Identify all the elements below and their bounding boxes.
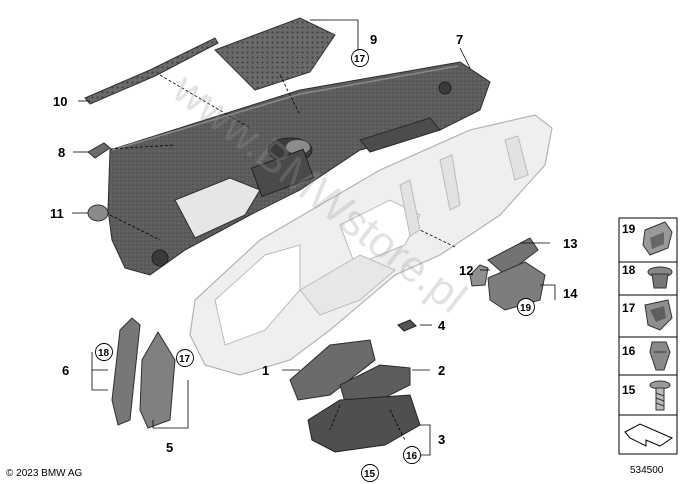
leader-lines — [72, 19, 556, 456]
tab-clip-icon — [642, 221, 673, 256]
callout-8: 8 — [58, 145, 65, 160]
callout-10: 10 — [53, 94, 67, 109]
ref-15-bottom: 15 — [364, 469, 376, 480]
steering-column-trims — [289, 339, 421, 453]
callout-12: 12 — [459, 263, 473, 278]
ref-17-left: 17 — [179, 354, 191, 365]
right-trim-parts — [469, 237, 546, 311]
callout-labels: 1 2 3 4 5 6 7 8 9 10 11 12 13 14 — [50, 32, 578, 455]
callout-2: 2 — [438, 363, 445, 378]
ref-16-bottom: 16 — [406, 451, 418, 462]
fastener-18-label: 18 — [622, 263, 636, 277]
callout-5: 5 — [166, 440, 173, 455]
callout-11: 11 — [50, 206, 64, 221]
callout-3: 3 — [438, 432, 445, 447]
fastener-19-label: 19 — [622, 222, 636, 236]
callout-13: 13 — [563, 236, 577, 251]
lower-dashboard-carrier — [189, 114, 553, 376]
diagram-number: 534500 — [630, 465, 664, 476]
callout-4: 4 — [438, 318, 446, 333]
ref-17-top: 17 — [354, 54, 366, 65]
small-cover-part — [397, 319, 417, 332]
spring-clip-icon — [644, 299, 673, 331]
fastener-16-label: 16 — [622, 344, 636, 358]
defroster-strip — [84, 37, 219, 105]
plastic-clip-icon — [649, 341, 671, 371]
ref-18-left: 18 — [98, 348, 110, 359]
copyright-text: © 2023 BMW AG — [6, 468, 83, 479]
callout-6: 6 — [62, 363, 69, 378]
fastener-panel: 19 18 17 16 15 — [618, 217, 678, 455]
trim-cap-part — [87, 142, 111, 159]
arrow-symbol-icon — [624, 423, 674, 447]
upper-dashboard-panel — [107, 61, 491, 276]
callout-14: 14 — [563, 286, 578, 301]
ref-19-right: 19 — [520, 303, 532, 314]
callout-1: 1 — [262, 363, 269, 378]
circled-references — [95, 49, 535, 482]
fastener-17-label: 17 — [622, 301, 636, 315]
fastener-15-label: 15 — [622, 383, 636, 397]
callout-9: 9 — [370, 32, 377, 47]
push-rivet-icon — [647, 266, 673, 289]
screw-icon — [649, 380, 671, 411]
callout-7: 7 — [456, 32, 463, 47]
side-trim-parts — [111, 317, 176, 429]
round-cover-part — [87, 204, 109, 222]
speaker-grille — [214, 17, 336, 91]
